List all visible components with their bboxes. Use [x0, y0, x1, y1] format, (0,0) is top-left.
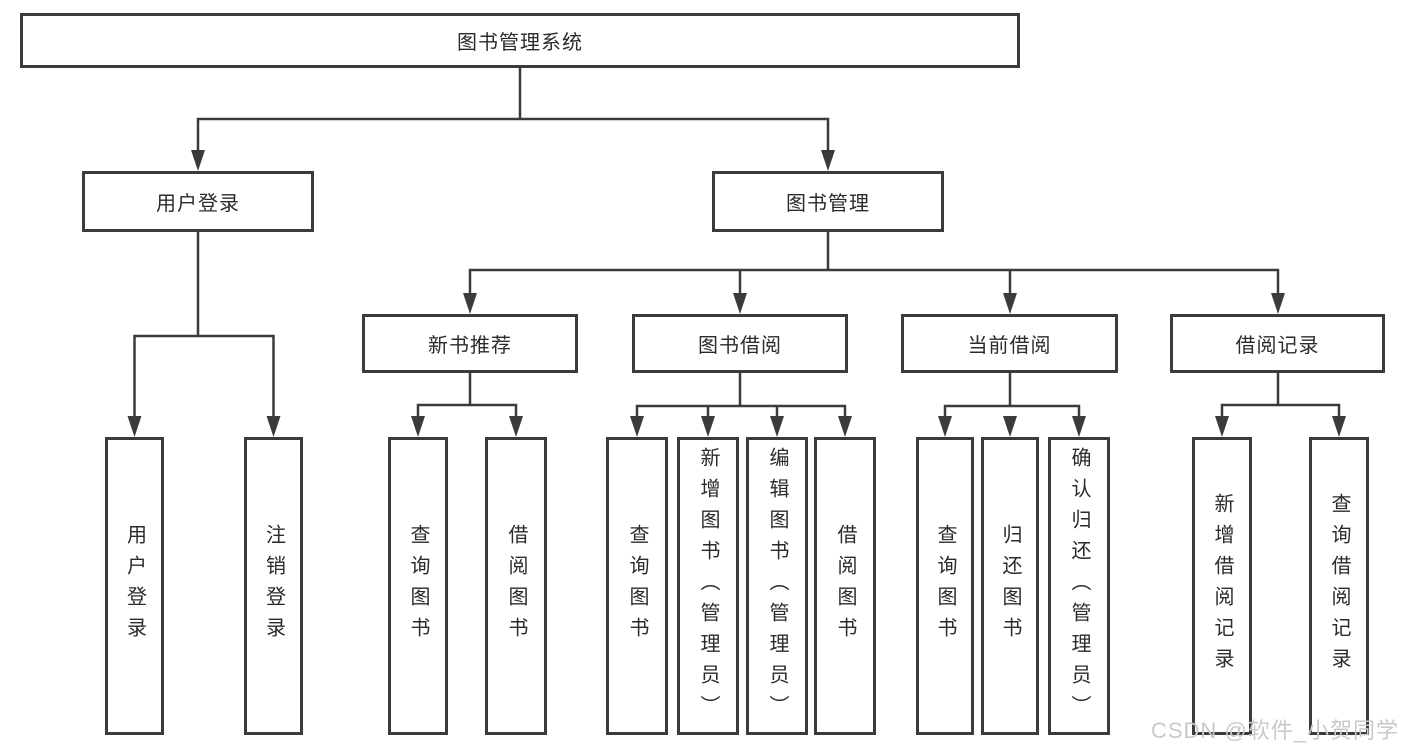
leaf-add-borrow-record: 新增借阅记录: [1192, 437, 1252, 735]
node-borrow-records: 借阅记录: [1170, 314, 1385, 373]
connector-newbook-to-children: [411, 371, 523, 437]
leaf-query-books-recommend: 查询图书: [388, 437, 448, 735]
connector-borrow-to-children: [630, 371, 852, 437]
node-book-borrow: 图书借阅: [632, 314, 848, 373]
leaf-borrow-books-recommend: 借阅图书: [485, 437, 547, 735]
node-user-login: 用户登录: [82, 171, 314, 232]
leaf-edit-book-admin-label: 编辑图书（管理员）: [766, 446, 788, 726]
leaf-edit-book-admin: 编辑图书（管理员）: [746, 437, 808, 735]
leaf-query-borrow-record: 查询借阅记录: [1309, 437, 1369, 735]
leaf-query-books-borrow-label: 查询图书: [626, 524, 648, 648]
node-current-borrow: 当前借阅: [901, 314, 1118, 373]
node-book-management: 图书管理: [712, 171, 944, 232]
node-user-login-label: 用户登录: [156, 193, 240, 215]
node-new-book-recommend-label: 新书推荐: [428, 335, 512, 357]
leaf-logout: 注销登录: [244, 437, 303, 735]
leaf-add-book-admin: 新增图书（管理员）: [677, 437, 739, 735]
connector-bookmgmt-to-level3: [463, 230, 1285, 314]
leaf-add-borrow-record-label: 新增借阅记录: [1211, 493, 1233, 679]
leaf-user-login: 用户登录: [105, 437, 164, 735]
node-root: 图书管理系统: [20, 13, 1020, 68]
leaf-query-books-current: 查询图书: [916, 437, 974, 735]
leaf-logout-label: 注销登录: [262, 524, 285, 648]
leaf-query-borrow-record-label: 查询借阅记录: [1328, 493, 1350, 679]
connector-current-to-children: [938, 371, 1086, 437]
leaf-confirm-return-admin: 确认归还（管理员）: [1048, 437, 1110, 735]
leaf-query-books-current-label: 查询图书: [934, 524, 956, 648]
leaf-confirm-return-admin-label: 确认归还（管理员）: [1068, 446, 1090, 726]
leaf-borrow-books-label: 借阅图书: [834, 524, 856, 648]
connector-root-to-level2: [191, 66, 835, 171]
node-borrow-records-label: 借阅记录: [1235, 335, 1320, 357]
watermark-text: CSDN @软件_小贺同学: [1150, 718, 1399, 743]
leaf-query-books-recommend-label: 查询图书: [407, 524, 429, 648]
leaf-return-books: 归还图书: [981, 437, 1039, 735]
leaf-return-books-label: 归还图书: [999, 524, 1021, 648]
leaf-borrow-books-recommend-label: 借阅图书: [505, 524, 527, 648]
leaf-user-login-label: 用户登录: [123, 524, 146, 648]
node-current-borrow-label: 当前借阅: [967, 335, 1052, 357]
connector-userlogin-to-children: [127, 230, 281, 437]
connector-records-to-children: [1215, 371, 1346, 437]
leaf-borrow-books: 借阅图书: [814, 437, 876, 735]
node-book-management-label: 图书管理: [786, 193, 870, 215]
node-book-borrow-label: 图书借阅: [698, 335, 782, 357]
leaf-add-book-admin-label: 新增图书（管理员）: [697, 446, 719, 726]
node-root-label: 图书管理系统: [457, 32, 583, 54]
leaf-query-books-borrow: 查询图书: [606, 437, 668, 735]
node-new-book-recommend: 新书推荐: [362, 314, 578, 373]
